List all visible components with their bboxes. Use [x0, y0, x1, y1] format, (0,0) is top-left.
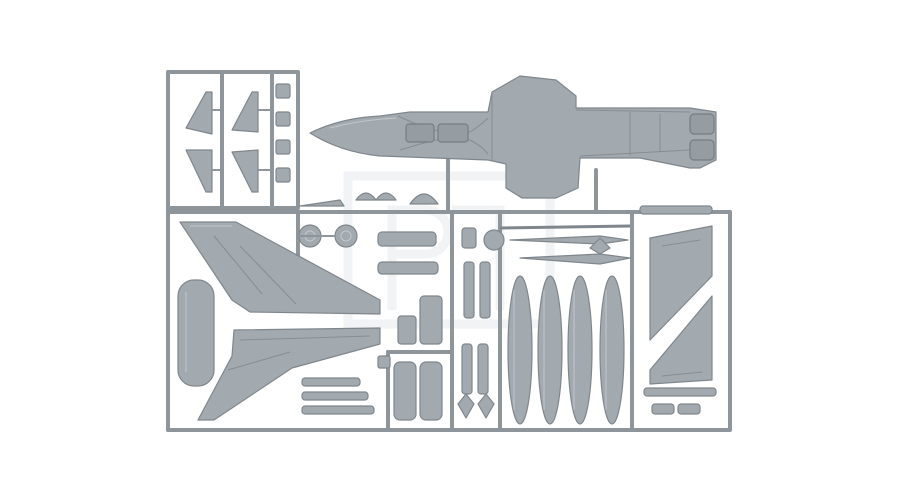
drop-tanks-parts	[507, 275, 625, 425]
fuselage-part	[309, 75, 717, 199]
canopy-part	[177, 279, 215, 387]
tailplane-parts	[639, 205, 717, 415]
small-fins-parts	[185, 83, 291, 193]
pylons-parts	[301, 355, 443, 421]
small-parts-row	[298, 192, 439, 248]
missiles-parts	[499, 224, 631, 265]
vertical-fin-part	[179, 221, 381, 315]
wing-part	[197, 327, 381, 421]
landing-gear-parts	[377, 227, 505, 419]
